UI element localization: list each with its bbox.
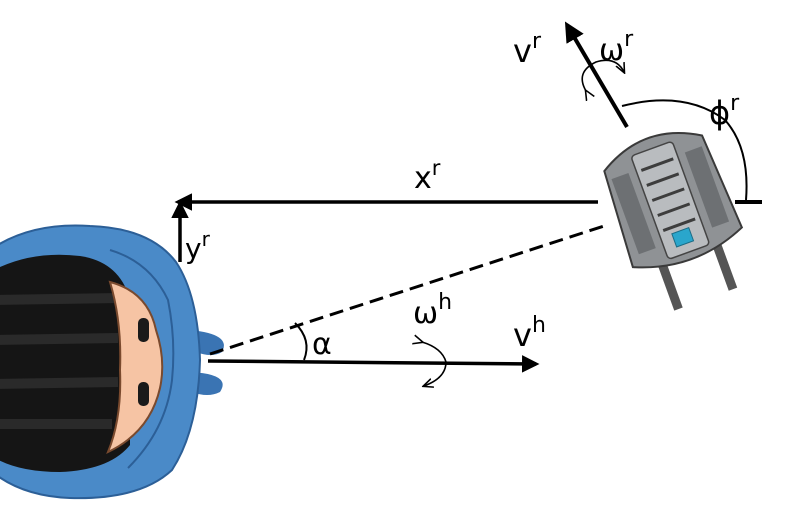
person-top-view-icon [0, 224, 224, 500]
omega-h-rotation-arrow [422, 342, 447, 386]
y-r-label: yr [185, 227, 211, 265]
omega-h-label: ωh [413, 290, 452, 331]
robot-top-view-icon [603, 132, 744, 311]
alpha-arc [294, 322, 308, 361]
omega-r-label: ωr [599, 27, 634, 68]
phi-r-label: ϕr [709, 91, 740, 132]
phi-r-arc [621, 99, 748, 201]
x-r-label: xr [414, 156, 441, 196]
v-h-arrow [207, 355, 540, 373]
alpha-label: α [312, 327, 332, 362]
v-r-label: vr [513, 29, 542, 70]
human-robot-dashed-line [209, 224, 605, 356]
omega-r-rotation-arrow [581, 59, 624, 91]
v-h-label: vh [513, 313, 546, 354]
